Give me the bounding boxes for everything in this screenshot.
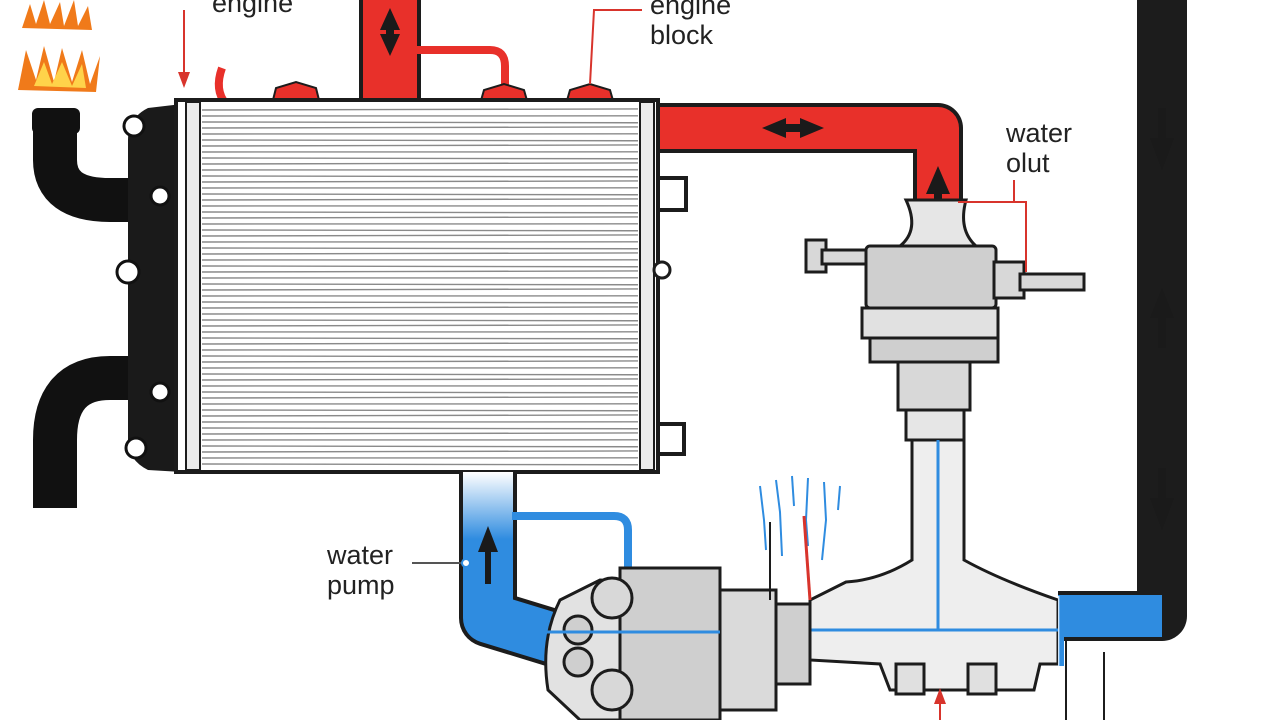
leader-lines <box>178 9 1027 720</box>
radiator-side-tank <box>115 104 182 472</box>
flow-arrow-icon <box>478 526 498 584</box>
outlet-tubes <box>1065 640 1105 720</box>
spray-marks <box>759 475 841 601</box>
water-pump-body <box>536 566 812 720</box>
pump-leader-line <box>412 558 471 568</box>
water-outlet-label: water olut <box>1006 118 1073 178</box>
flow-arrow-icon <box>1150 108 1174 530</box>
left-hoses <box>32 108 145 508</box>
flow-arrow-icon <box>380 8 950 226</box>
radiator-core <box>174 98 688 474</box>
engine-label: engine <box>212 0 294 18</box>
return-pipe <box>1058 0 1187 641</box>
water-pump-label: water pump <box>327 540 395 600</box>
engine-block-label: engine block <box>650 0 732 50</box>
engine-block-base <box>800 438 1064 696</box>
thermostat-housing <box>804 198 1086 442</box>
flame-icon <box>18 0 100 92</box>
